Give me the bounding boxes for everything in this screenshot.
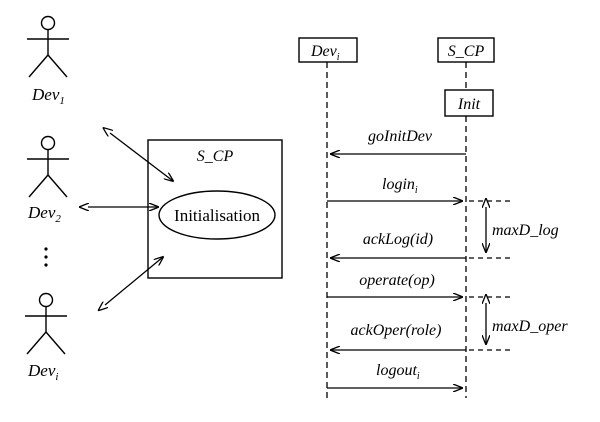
constraint-maxd-oper: maxD_oper — [469, 297, 568, 351]
actor-dev1-label: Dev1 — [31, 85, 65, 107]
actor-head-icon — [40, 135, 56, 151]
actor-devi — [25, 292, 67, 355]
constraint-maxd-log: maxD_log — [469, 201, 559, 259]
message-logout-label: logouti — [376, 362, 420, 382]
init-box — [444, 89, 494, 117]
actor-dev2-label: Dev2 — [27, 203, 61, 225]
association-dev1 — [110, 133, 173, 181]
association-devi — [105, 257, 163, 305]
message-acklog-label: ackLog(id) — [363, 231, 433, 248]
usecase-label: Initialisation — [174, 206, 260, 225]
actor-dev2 — [27, 135, 69, 198]
usecase-ellipse — [158, 190, 276, 240]
actor-dev1 — [27, 15, 69, 78]
actor-head-icon — [38, 292, 54, 308]
message-operate-label: operate(op) — [359, 272, 435, 289]
message-ackoper-label: ackOper(role) — [351, 322, 442, 339]
system-label: S_CP — [197, 148, 234, 165]
constraint-maxd-oper-label: maxD_oper — [492, 318, 568, 335]
actors-ellipsis — [44, 247, 48, 267]
actor-devi-label: Devi — [27, 361, 58, 383]
actor-head-icon — [40, 15, 56, 31]
message-login-label: logini — [382, 176, 418, 196]
lifeline-dev-header — [298, 37, 358, 63]
constraint-maxd-log-label: maxD_log — [492, 222, 559, 239]
lifeline-scp-label: S_CP — [448, 43, 485, 60]
lifeline-dev-label: Devi — [310, 43, 340, 63]
message-goinitdev-label: goInitDev — [368, 128, 433, 145]
init-label: Init — [457, 96, 481, 113]
